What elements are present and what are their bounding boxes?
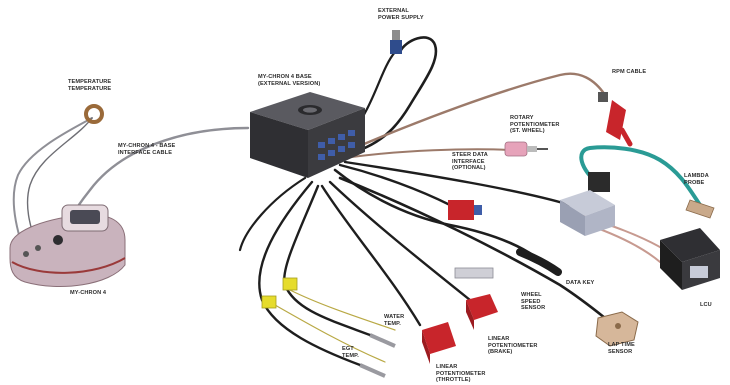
- data-key-label: DATA KEY: [566, 280, 595, 286]
- main-unit-label: MY-CHRON 4 BASE (EXTERNAL VERSION): [258, 74, 321, 87]
- lambda-cable: [579, 145, 702, 207]
- steer-data-interface: [448, 200, 482, 220]
- rpm-cable-label: RPM CABLE: [612, 69, 647, 75]
- rotary-potentiometer: [504, 141, 548, 157]
- linear-potentiometer-brake-label: LINEAR POTENTIOMETER (BRAKE): [488, 336, 538, 356]
- lcu-unit: [560, 190, 720, 290]
- power-supply-connector: [390, 30, 402, 54]
- linear-potentiometer-throttle-label: LINEAR POTENTIOMETER (THROTTLE): [436, 364, 486, 384]
- linear-potentiometer-brake: [422, 322, 456, 364]
- egt-temp-label: EGT TEMP.: [342, 346, 359, 359]
- interface-cable-label: MY-CHRON 4 - BASE INTERFACE CABLE: [118, 143, 176, 156]
- wheel-speed-sensor: [466, 294, 498, 330]
- mychron4-label: MY-CHRON 4: [70, 290, 107, 296]
- rpm-cable: [348, 72, 607, 152]
- water-temp-label: WATER TEMP.: [384, 314, 405, 327]
- lap-time-sensor-label: LAP TIME SENSOR: [608, 342, 635, 355]
- wheel-speed-label: WHEEL SPEED SENSOR: [521, 292, 546, 312]
- mychron4-dash: [9, 204, 126, 287]
- egt-sensor: [261, 295, 386, 378]
- lambda-probe: [588, 172, 715, 219]
- lambda-probe-label: LAMBDA PROBE: [684, 173, 709, 186]
- rpm-coil: [598, 92, 633, 147]
- temperature-sensor: [84, 104, 104, 124]
- water-temp-sensor: [282, 277, 396, 348]
- temperature-sensor-label: TEMPERATURE TEMPERATURE: [68, 79, 112, 92]
- steer-data-label: STEER DATA INTERFACE (OPTIONAL): [452, 152, 488, 172]
- main-unit: [250, 92, 365, 178]
- data-key: [516, 248, 562, 276]
- lcu-label: LCU: [700, 302, 712, 308]
- temperature-cable: [12, 117, 93, 246]
- rotary-potentiometer-label: ROTARY POTENTIOMETER (ST. WHEEL): [510, 115, 560, 135]
- power-supply-cable: [358, 36, 438, 152]
- external-power-supply-label: EXTERNAL POWER SUPPLY: [378, 8, 424, 21]
- lap-time-sensor: [595, 311, 639, 347]
